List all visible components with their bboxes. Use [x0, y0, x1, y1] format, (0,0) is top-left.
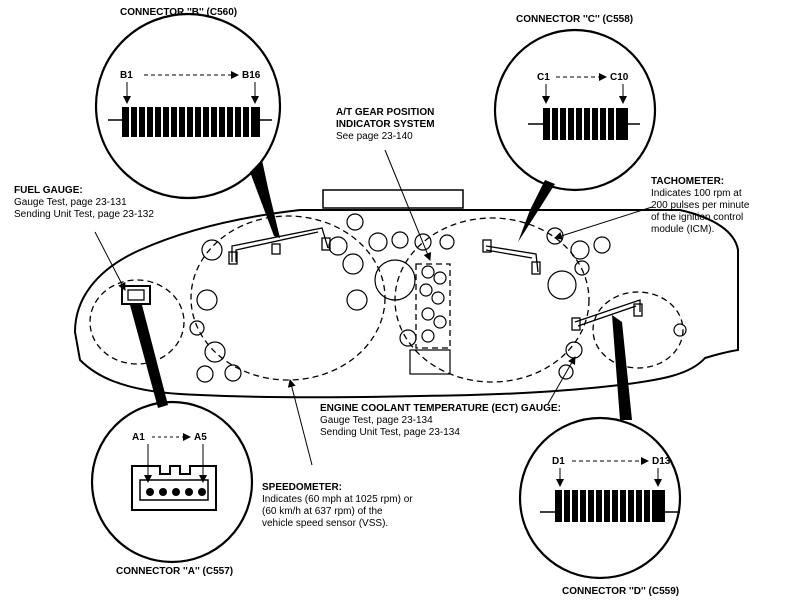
speedometer-title: SPEEDOMETER:: [262, 482, 343, 493]
pin-end-label: D13: [652, 456, 671, 467]
indicator-lamps: [189, 213, 687, 383]
connector-b-callout: B1 B16: [94, 12, 282, 238]
gear-display-window: [409, 349, 451, 375]
cluster-housing: [73, 189, 739, 399]
ect-gauge-line-2: Sending Unit Test, page 23-134: [320, 427, 460, 438]
pin-end-label: C10: [610, 72, 629, 83]
at-gear-title-1: A/T GEAR POSITION: [336, 107, 435, 118]
connector-a-title: CONNECTOR ''A'' (C557): [116, 566, 234, 577]
speedometer-outline: [190, 215, 386, 381]
at-gear-line-1: See page 23-140: [336, 131, 413, 142]
connector-d-title: CONNECTOR ''D'' (C559): [562, 586, 680, 597]
fuel-gauge-line-2: Sending Unit Test, page 23-132: [14, 209, 154, 220]
connector-d-callout: D1 D13: [518, 315, 682, 580]
speedometer-line-3: vehicle speed sensor (VSS).: [262, 518, 389, 529]
speedometer-line-1: Indicates (60 mph at 1025 rpm) or: [262, 494, 413, 505]
pin-sockets: [146, 488, 206, 496]
fuel-gauge-line-1: Gauge Test, page 23-131: [14, 197, 127, 208]
tachometer-line-4: module (ICM).: [651, 224, 715, 235]
pin-start-label: D1: [552, 456, 565, 467]
tachometer-line-1: Indicates 100 rpm at: [651, 188, 742, 199]
connector-c-callout: C1 C10: [493, 28, 657, 242]
pin-end-label: A5: [194, 432, 207, 443]
ect-gauge-outline: [592, 291, 684, 369]
fuel-gauge-title: FUEL GAUGE:: [14, 185, 83, 196]
connector-a-housing: [131, 465, 217, 511]
pin-block: [543, 108, 628, 140]
fuel-gauge-outline: [89, 279, 185, 365]
connector-a-callout: A1 A5: [90, 305, 254, 564]
pin-start-label: A1: [132, 432, 145, 443]
connector-c-title: CONNECTOR ''C'' (C558): [516, 14, 634, 25]
pin-start-label: B1: [120, 70, 133, 81]
tachometer-line-2: 200 pulses per minute: [651, 200, 750, 211]
at-gear-indicator-outline: [415, 263, 451, 349]
at-gear-title-2: INDICATOR SYSTEM: [336, 119, 435, 130]
ect-gauge-title: ENGINE COOLANT TEMPERATURE (ECT) GAUGE:: [320, 403, 561, 414]
pin-end-label: B16: [242, 70, 261, 81]
tachometer-title: TACHOMETER:: [651, 176, 725, 187]
speedometer-line-2: (60 km/h at 637 rpm) of the: [262, 506, 383, 517]
connector-b-title: CONNECTOR ''B'' (C560): [120, 7, 238, 18]
pin-start-label: C1: [537, 72, 550, 83]
pin-block: [122, 107, 260, 137]
tachometer-line-3: of the ignition control: [651, 212, 744, 223]
leader-lines: [94, 149, 653, 466]
ect-gauge-line-1: Gauge Test, page 23-134: [320, 415, 433, 426]
